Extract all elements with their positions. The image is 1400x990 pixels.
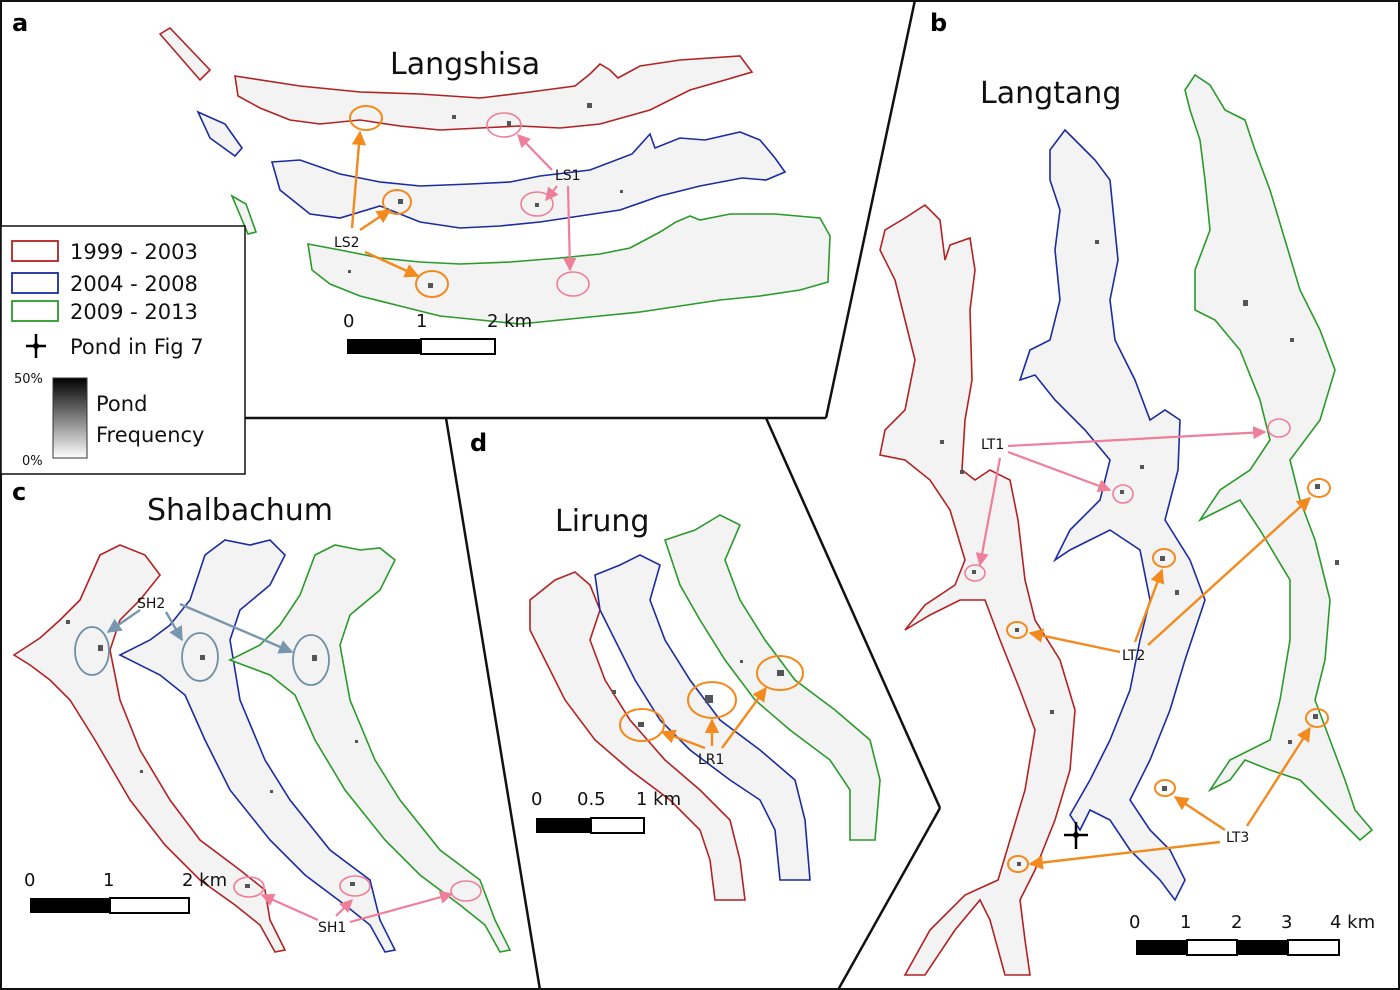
langtang-glacier-2004 bbox=[1018, 128, 1206, 902]
langshisa-glacier-1999-main bbox=[234, 55, 754, 131]
scale-a-tick-2: 2 km bbox=[487, 311, 532, 332]
langtang-highlights bbox=[964, 418, 1331, 873]
langshisa-scalebar: 0 1 2 km bbox=[343, 311, 532, 355]
langshisa-pond-pixels bbox=[348, 103, 623, 288]
ramp-title-1: Pond bbox=[96, 392, 147, 416]
scale-b-tick-3: 3 bbox=[1281, 912, 1292, 933]
legend-label-2009: 2009 - 2013 bbox=[70, 300, 198, 324]
langshisa-glacier-1999 bbox=[158, 26, 212, 82]
legend-label-2004: 2004 - 2008 bbox=[70, 272, 198, 296]
shalbachum-arrows bbox=[106, 602, 454, 924]
lirung-arrows bbox=[660, 686, 767, 750]
langtang-arrows bbox=[975, 426, 1312, 870]
scale-d-tick-0: 0 bbox=[531, 789, 542, 810]
lirung-highlights bbox=[619, 655, 804, 742]
scale-a-tick-0: 0 bbox=[343, 311, 354, 332]
panel-d: d Lirung LR1 0 0.5 1 km bbox=[470, 429, 881, 901]
label-ls1: LS1 bbox=[555, 168, 581, 184]
scale-c-tick-0: 0 bbox=[24, 870, 35, 891]
lirung-glacier-2009 bbox=[663, 514, 881, 841]
legend: 1999 - 2003 2004 - 2008 2009 - 2013 Pond… bbox=[0, 225, 246, 475]
legend-swatch-1999 bbox=[11, 240, 59, 262]
panel-d-title: Lirung bbox=[555, 504, 649, 539]
shalbachum-scalebar: 0 1 2 km bbox=[24, 870, 227, 914]
ramp-max-label: 50% bbox=[14, 372, 43, 387]
scale-d-tick-1: 0.5 bbox=[577, 789, 606, 810]
legend-box bbox=[0, 225, 246, 475]
label-lt1: LT1 bbox=[981, 437, 1004, 453]
langtang-glacier-2009 bbox=[1184, 73, 1374, 842]
scale-c-tick-2: 2 km bbox=[182, 870, 227, 891]
panel-b-title: Langtang bbox=[980, 76, 1121, 111]
legend-swatch-2004 bbox=[11, 272, 59, 294]
legend-swatch-2009 bbox=[11, 300, 59, 322]
langtang-pond-pixels bbox=[940, 240, 1339, 866]
panel-c: c Shalbachum SH2 SH1 bbox=[12, 478, 512, 953]
langshisa-highlights bbox=[349, 105, 590, 298]
scale-b-tick-0: 0 bbox=[1129, 912, 1140, 933]
label-lt3: LT3 bbox=[1226, 830, 1249, 846]
ramp-min-label: 0% bbox=[22, 454, 43, 469]
panel-c-letter: c bbox=[12, 478, 26, 506]
panel-c-title: Shalbachum bbox=[147, 493, 333, 528]
lirung-pond-pixels bbox=[612, 660, 784, 727]
panel-b: b Langtang bbox=[879, 9, 1375, 976]
panel-a-title: Langshisa bbox=[390, 47, 540, 82]
scale-b-tick-1: 1 bbox=[1180, 912, 1191, 933]
panel-a: a Langshisa bbox=[12, 9, 831, 355]
shalbachum-highlights bbox=[74, 626, 482, 902]
scale-b-tick-2: 2 bbox=[1231, 912, 1242, 933]
ramp-title-2: Frequency bbox=[96, 423, 205, 447]
langtang-scalebar: 0 1 2 3 4 km bbox=[1129, 912, 1375, 956]
scale-c-tick-1: 1 bbox=[103, 870, 114, 891]
label-sh2: SH2 bbox=[137, 596, 165, 612]
panel-b-letter: b bbox=[930, 9, 947, 37]
langtang-glacier-1999 bbox=[879, 203, 1076, 976]
shalbachum-glacier-2009 bbox=[228, 544, 512, 953]
lirung-scalebar: 0 0.5 1 km bbox=[531, 789, 681, 834]
legend-pond-marker-label: Pond in Fig 7 bbox=[70, 335, 204, 359]
label-sh1: SH1 bbox=[318, 920, 346, 936]
pond-frequency-ramp bbox=[52, 377, 88, 459]
langshisa-glacier-2004-island bbox=[196, 110, 244, 158]
label-lt2: LT2 bbox=[1122, 648, 1145, 664]
shalbachum-pond-pixels bbox=[66, 620, 358, 888]
lirung-glacier-1999 bbox=[529, 571, 746, 901]
scale-b-tick-4: 4 km bbox=[1330, 912, 1375, 933]
pond-in-fig7-marker bbox=[1064, 822, 1088, 849]
label-lr1: LR1 bbox=[698, 752, 724, 768]
legend-label-1999: 1999 - 2003 bbox=[70, 240, 198, 264]
langshisa-arrows bbox=[350, 130, 577, 278]
pond-marker-icon bbox=[26, 334, 46, 358]
panel-d-letter: d bbox=[470, 429, 487, 457]
shalbachum-glacier-2004 bbox=[118, 539, 397, 953]
langshisa-glacier-2009-island bbox=[230, 194, 258, 235]
shalbachum-glacier-1999 bbox=[12, 544, 287, 953]
panel-a-letter: a bbox=[12, 9, 28, 37]
scale-d-tick-2: 1 km bbox=[636, 789, 681, 810]
label-ls2: LS2 bbox=[334, 235, 360, 251]
scale-a-tick-1: 1 bbox=[416, 311, 427, 332]
